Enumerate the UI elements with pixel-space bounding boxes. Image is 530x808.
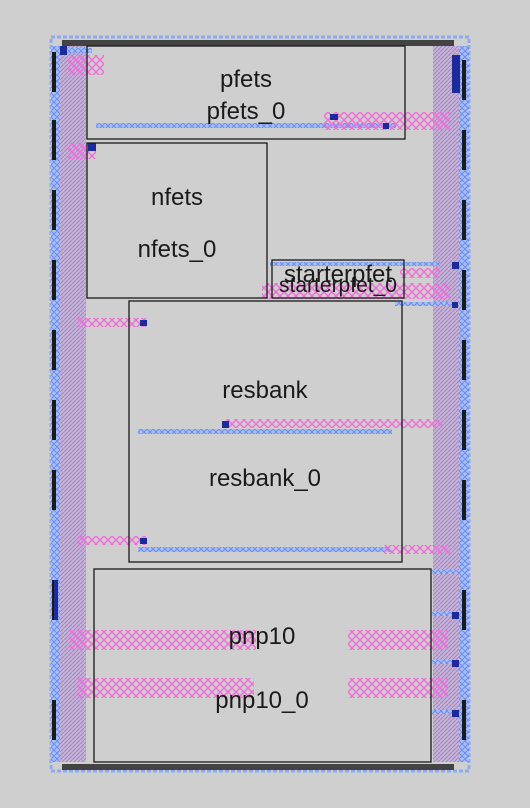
cell-starterpfet[interactable]: starterpfet starterpfet_0	[271, 259, 405, 299]
poly-wires	[68, 55, 450, 698]
cell-name-nfets: nfets	[151, 184, 203, 211]
instance-name-starterpfet: starterpfet_0	[279, 274, 397, 297]
outer-guard-ring	[49, 35, 471, 773]
cell-pfets[interactable]: pfets pfets_0	[86, 45, 406, 140]
cell-name-pfets: pfets	[220, 66, 272, 93]
cell-name-starterpfet: starterpfet	[284, 261, 392, 288]
metal-wires	[68, 48, 460, 714]
instance-name-pnp10: pnp10_0	[215, 687, 308, 714]
cell-resbank[interactable]: resbank resbank_0	[128, 300, 403, 563]
instance-name-nfets: nfets_0	[138, 236, 217, 263]
instance-name-resbank: resbank_0	[209, 465, 321, 492]
cell-pnp10[interactable]: pnp10 pnp10_0	[93, 568, 432, 763]
cell-nfets[interactable]: nfets nfets_0	[86, 142, 268, 299]
instance-name-pfets: pfets_0	[207, 98, 286, 125]
cell-name-pnp10: pnp10	[229, 623, 296, 650]
right-power-rail	[433, 46, 469, 762]
cell-name-resbank: resbank	[222, 377, 308, 404]
contacts	[54, 114, 459, 717]
